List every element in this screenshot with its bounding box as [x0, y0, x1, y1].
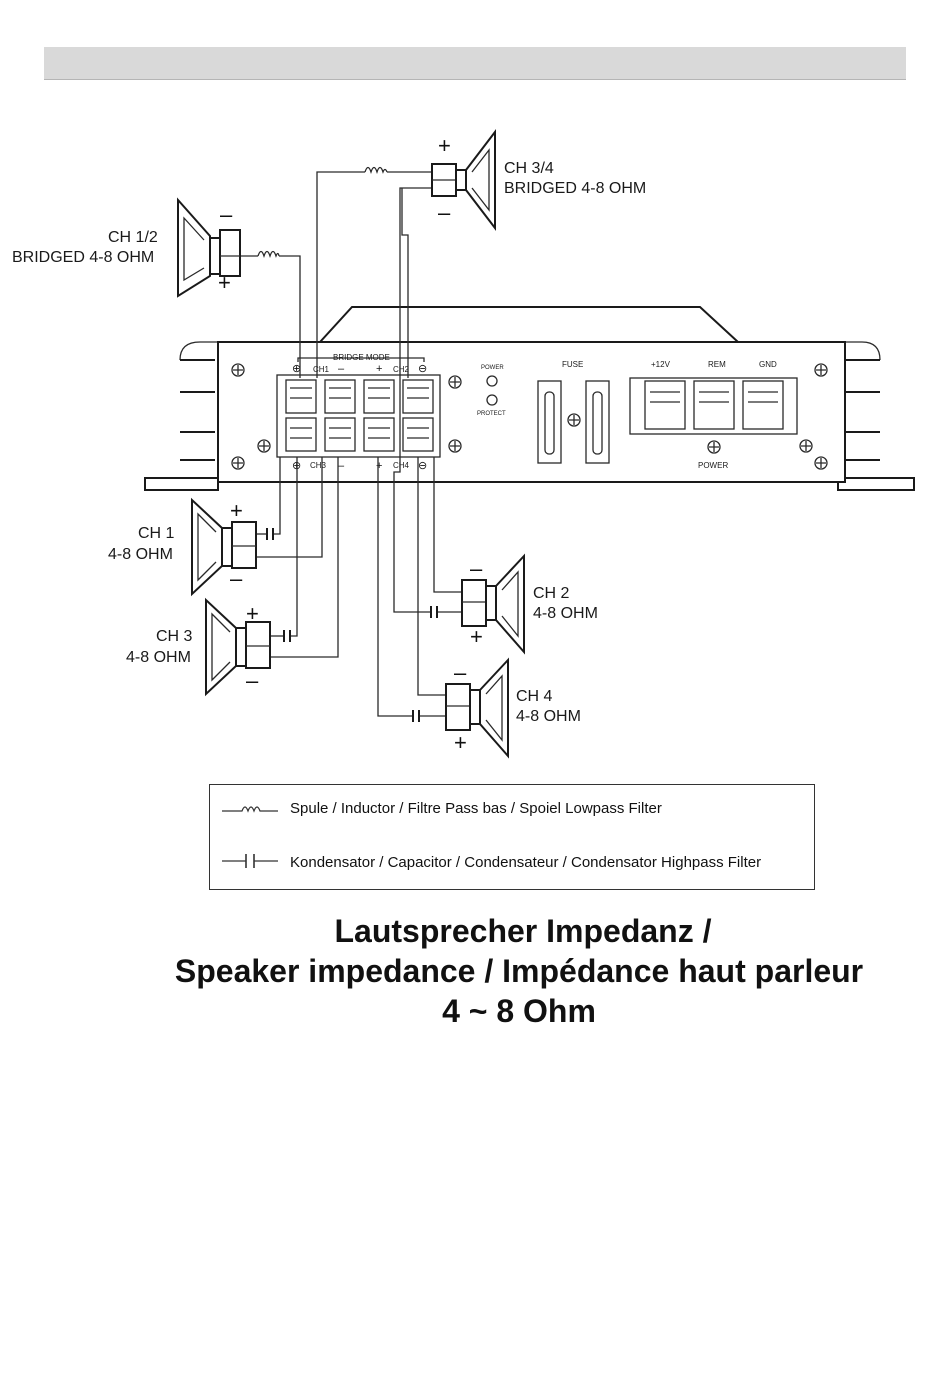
- bottom-label-3: –: [338, 460, 345, 472]
- amplifier: BRIDGE MODE ⊕ CH1 – + CH2 ⊖ ⊕ CH3 – + CH…: [144, 306, 915, 491]
- wires: [240, 171, 462, 717]
- ch12-spec: BRIDGED 4-8 OHM: [12, 249, 154, 266]
- ch2-minus: –: [470, 556, 483, 581]
- top-label-6: ⊖: [418, 363, 427, 375]
- ch34-minus: –: [438, 200, 451, 225]
- capacitor-icon: [430, 606, 438, 618]
- ch2-spec: 4-8 OHM: [533, 605, 598, 622]
- ch1-name: CH 1: [138, 525, 175, 542]
- fuse-label: FUSE: [562, 360, 583, 369]
- terminal-rows: [285, 379, 434, 452]
- header-band: [44, 47, 906, 80]
- top-label-3: –: [338, 363, 345, 375]
- ch12-plus: +: [218, 270, 231, 295]
- speaker-icon-ch12: [177, 197, 241, 298]
- bottom-label-4: +: [376, 460, 382, 472]
- speaker-icon-ch34: [431, 129, 496, 231]
- legend-box: [209, 784, 815, 890]
- ch12-minus: –: [220, 202, 233, 227]
- protect-led-icon: [486, 394, 498, 406]
- legend-inductor-text: Spule / Inductor / Filtre Pass bas / Spo…: [290, 800, 662, 817]
- legend-capacitor-text: Kondensator / Capacitor / Condensateur /…: [290, 854, 762, 871]
- title-line-3: 4 ~ 8 Ohm: [442, 993, 596, 1029]
- power-led-label: POWER: [481, 365, 504, 371]
- speaker-icon-ch1: [191, 497, 257, 597]
- capacitor-icon: [412, 710, 420, 722]
- screw-icon: [231, 363, 828, 470]
- power-terminal-gnd: GND: [759, 360, 777, 369]
- ch2-plus: +: [470, 624, 483, 649]
- speaker-terminal-block: [276, 374, 441, 458]
- ch34-name: CH 3/4: [504, 160, 554, 177]
- bridge-mode-label: BRIDGE MODE: [333, 353, 390, 362]
- title-line-2: Speaker impedance / Impédance haut parle…: [174, 953, 864, 989]
- ch3-minus: –: [246, 668, 259, 693]
- ch4-spec: 4-8 OHM: [516, 708, 581, 725]
- ch1-minus: –: [230, 566, 243, 591]
- bottom-label-5: CH4: [393, 461, 410, 470]
- top-label-1: ⊕: [292, 363, 301, 375]
- protect-led-label: PROTECT: [477, 411, 506, 417]
- ch4-minus: –: [454, 660, 467, 685]
- ch1-spec: 4-8 OHM: [108, 546, 173, 563]
- ch4-name: CH 4: [516, 688, 553, 705]
- speaker-icon-ch3: [205, 597, 271, 697]
- ch1-plus: +: [230, 498, 243, 523]
- power-terminals: [644, 380, 784, 430]
- ch4-plus: +: [454, 730, 467, 755]
- top-label-4: +: [376, 363, 382, 375]
- ch3-plus: +: [246, 601, 259, 626]
- inductor-icon: [257, 250, 280, 259]
- inductor-icon: [222, 806, 278, 813]
- bottom-label-6: ⊖: [418, 460, 427, 472]
- ch3-name: CH 3: [156, 628, 193, 645]
- ch34-spec: BRIDGED 4-8 OHM: [504, 180, 646, 197]
- ch34-plus: +: [438, 133, 451, 158]
- power-led-icon: [486, 375, 498, 387]
- capacitor-icon: [266, 528, 274, 540]
- power-terminal-block: [629, 377, 798, 435]
- power-terminal-rem: REM: [708, 360, 726, 369]
- top-label-5: CH2: [393, 365, 410, 374]
- capacitor-icon: [222, 854, 278, 868]
- ch2-name: CH 2: [533, 585, 570, 602]
- power-label: POWER: [698, 461, 728, 470]
- speaker-icon-ch4: [445, 657, 509, 759]
- capacitor-icon: [283, 630, 291, 642]
- title-line-1: Lautsprecher Impedanz /: [334, 913, 712, 949]
- bottom-label-2: CH3: [310, 461, 327, 470]
- power-terminal-12v: +12V: [651, 360, 671, 369]
- fuse-icon: [537, 380, 610, 464]
- inductor-icon: [364, 166, 388, 175]
- ch12-name: CH 1/2: [108, 229, 158, 246]
- ch3-spec: 4-8 OHM: [126, 649, 191, 666]
- top-label-2: CH1: [313, 365, 330, 374]
- speaker-icon-ch2: [461, 553, 525, 655]
